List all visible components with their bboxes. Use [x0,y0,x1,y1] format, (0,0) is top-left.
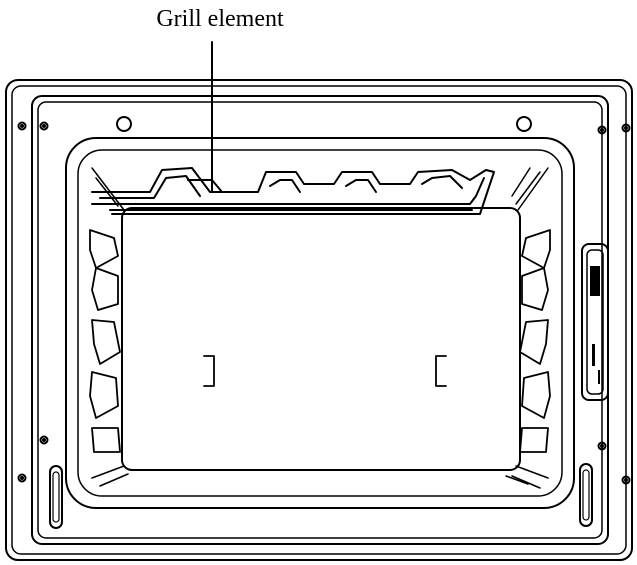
grill-element-label: Grill element [156,6,284,32]
outer-frame [5,79,633,561]
oven-back-wall [121,207,521,471]
grill-element [91,167,495,215]
screw-mid-right [597,441,607,451]
screw-top-left-inner [39,121,49,131]
door-latch-indicator-small [598,370,600,384]
door-latch-slot [581,243,609,401]
screw-bottom-right [621,475,631,485]
door-latch-slot-inner [586,249,604,395]
left-shelf-runners [89,229,121,453]
vent-slot-right-inner [582,469,590,521]
door-latch-indicator [592,344,595,366]
hinge-hole-right [516,116,532,132]
lamp-bracket-left [203,355,215,387]
vent-slot-left [49,465,63,529]
vent-slot-left-inner [52,471,60,523]
vent-slot-right [579,463,593,527]
screw-top-right [621,123,631,133]
hinge-hole-left [116,116,132,132]
cavity-corner-lines [91,167,549,489]
screw-top-left [17,121,27,131]
front-panel-inner-edge [37,101,603,539]
screw-top-right-inner [597,125,607,135]
oven-cavity-outer [65,137,575,509]
front-panel [31,95,609,545]
lamp-bracket-right [435,355,447,387]
screw-mid-left [39,435,49,445]
screw-bottom-left [17,473,27,483]
oven-cavity-inner [77,149,563,497]
door-latch-tab [590,266,600,296]
right-shelf-runners [519,229,551,453]
outer-frame-inner-edge [11,85,627,555]
